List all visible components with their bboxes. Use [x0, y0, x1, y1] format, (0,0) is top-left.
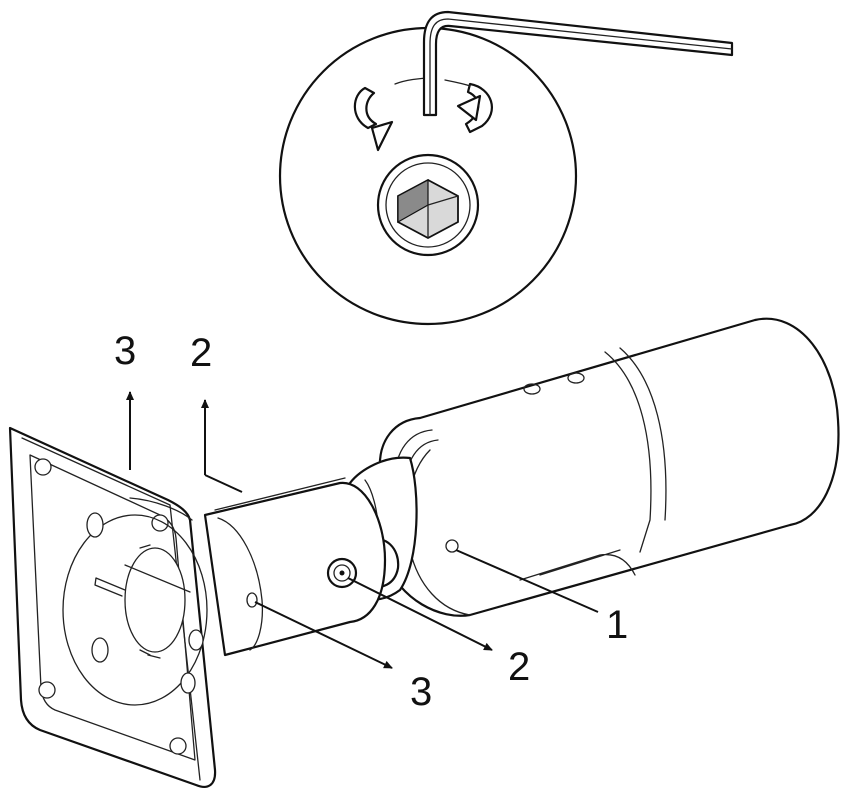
callout-label-3-top: 3: [114, 329, 136, 373]
callout-labels: 3 2 1 2 3: [114, 329, 628, 714]
hex-key-tool: [422, 10, 734, 117]
base-screw: [246, 592, 258, 608]
callout-label-2-top: 2: [190, 331, 212, 375]
camera-body: [378, 317, 840, 617]
mount-arm: [203, 477, 387, 657]
detail-magnifier: [278, 10, 734, 326]
camera-screw-hole: [445, 539, 459, 553]
wall-mount-plate: [8, 426, 217, 788]
callout-label-2-right: 2: [508, 645, 530, 689]
callout-label-3-bottom: 3: [410, 670, 432, 714]
callout-leaders: [126, 391, 599, 669]
rotation-arrows-icon: [353, 77, 493, 152]
callout-label-1: 1: [606, 603, 628, 647]
arm-screw: [326, 557, 358, 589]
hex-socket: [376, 153, 480, 257]
